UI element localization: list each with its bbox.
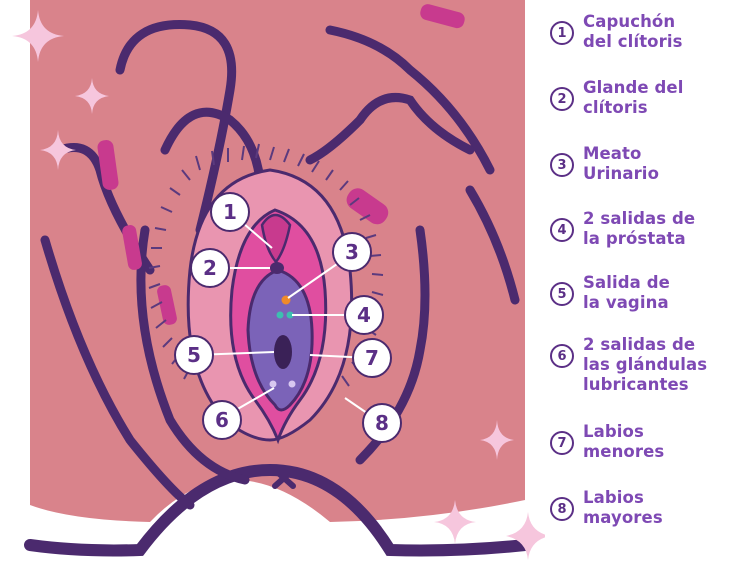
- legend-label-7: Labios menores: [583, 422, 664, 462]
- legend-item-4: 4 2 salidas de la próstata: [550, 209, 695, 249]
- legend-item-2: 2 Glande del clítoris: [550, 78, 683, 118]
- legend-item-3: 3 Meato Urinario: [550, 144, 659, 184]
- callout-4-number: 4: [357, 303, 371, 327]
- gland-outlet-left: [270, 381, 277, 388]
- callout-2: 2: [191, 249, 229, 287]
- legend-number-6: 6: [550, 344, 574, 368]
- callout-5-number: 5: [187, 343, 201, 367]
- legend-label-8: Labios mayores: [583, 488, 663, 528]
- clitoral-glans: [270, 262, 284, 274]
- legend-label-5: Salida de la vagina: [583, 273, 670, 313]
- legend-number-7: 7: [550, 431, 574, 455]
- callout-7-number: 7: [365, 346, 379, 370]
- callout-8-number: 8: [375, 411, 389, 435]
- callout-7: 7: [353, 339, 391, 377]
- legend-label-4: 2 salidas de la próstata: [583, 209, 695, 249]
- vaginal-opening: [274, 335, 292, 369]
- callout-1-number: 1: [223, 200, 237, 224]
- callout-6-number: 6: [215, 408, 229, 432]
- gland-outlet-right: [289, 381, 296, 388]
- legend-item-8: 8 Labios mayores: [550, 488, 663, 528]
- legend-label-6: 2 salidas de las glándulas lubricantes: [583, 335, 707, 395]
- legend-number-3: 3: [550, 153, 574, 177]
- legend-number-1: 1: [550, 21, 574, 45]
- callout-1: 1: [211, 193, 249, 231]
- legend-item-7: 7 Labios menores: [550, 422, 664, 462]
- legend-number-2: 2: [550, 87, 574, 111]
- callout-5: 5: [175, 336, 213, 374]
- legend-number-5: 5: [550, 282, 574, 306]
- legend-item-6: 6 2 salidas de las glándulas lubricantes: [550, 335, 707, 395]
- callout-8: 8: [363, 404, 401, 442]
- legend-label-2: Glande del clítoris: [583, 78, 683, 118]
- legend-number-4: 4: [550, 218, 574, 242]
- legend-item-1: 1 Capuchón del clítoris: [550, 12, 683, 52]
- callout-3: 3: [333, 233, 371, 271]
- vulva-illustration: 1 2 3 4 5 6 7 8: [0, 0, 545, 566]
- legend-item-5: 5 Salida de la vagina: [550, 273, 670, 313]
- legend-label-3: Meato Urinario: [583, 144, 659, 184]
- callout-2-number: 2: [203, 256, 217, 280]
- prostate-outlet-left: [277, 312, 284, 319]
- callout-6: 6: [203, 401, 241, 439]
- callout-4: 4: [345, 296, 383, 334]
- legend-number-8: 8: [550, 497, 574, 521]
- callout-3-number: 3: [345, 240, 359, 264]
- legend-label-1: Capuchón del clítoris: [583, 12, 683, 52]
